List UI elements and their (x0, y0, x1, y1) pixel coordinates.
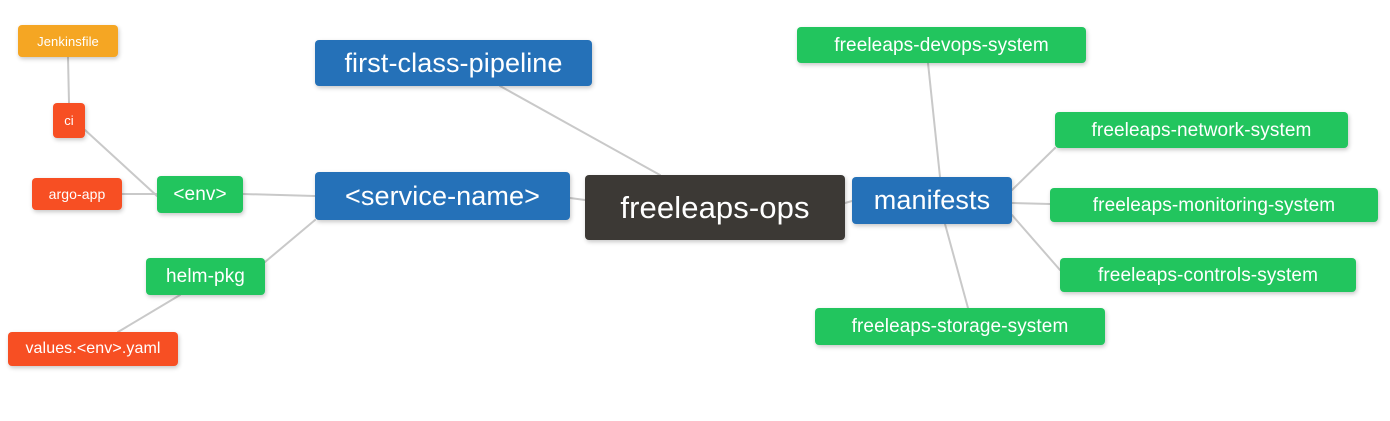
node-label-helm-pkg: helm-pkg (166, 266, 245, 287)
node-label-first-class-pipeline: first-class-pipeline (344, 47, 563, 78)
node-label-env: <env> (173, 184, 227, 205)
node-label-freeleaps-controls-system: freeleaps-controls-system (1097, 264, 1319, 286)
node-label-freeleaps-network-system: freeleaps-network-system (1091, 119, 1312, 141)
node-argo-app[interactable]: argo-app (32, 178, 122, 210)
node-label-service-name: <service-name> (345, 180, 540, 211)
node-label-jenkinsfile: Jenkinsfile (37, 33, 99, 49)
node-freeleaps-network-system[interactable]: freeleaps-network-system (1055, 112, 1348, 148)
node-service-name[interactable]: <service-name> (315, 172, 570, 220)
node-label-freeleaps-monitoring-system: freeleaps-monitoring-system (1092, 194, 1336, 216)
edge-manifests-to-freeleaps-controls-system (1011, 214, 1061, 271)
node-label-manifests: manifests (873, 185, 991, 215)
edge-first-class-pipeline-to-freeleaps-ops (499, 85, 661, 176)
node-helm-pkg[interactable]: helm-pkg (146, 258, 265, 295)
edge-service-name-to-helm-pkg (264, 219, 316, 263)
edge-freeleaps-ops-to-manifests (844, 200, 853, 204)
node-label-ci: ci (64, 113, 74, 128)
node-values-yaml[interactable]: values.<env>.yaml (8, 332, 178, 366)
node-label-freeleaps-devops-system: freeleaps-devops-system (834, 34, 1049, 56)
edge-manifests-to-freeleaps-monitoring-system (1011, 202, 1051, 205)
node-label-values-yaml: values.<env>.yaml (25, 340, 161, 357)
node-freeleaps-ops[interactable]: freeleaps-ops (585, 175, 845, 240)
node-freeleaps-monitoring-system[interactable]: freeleaps-monitoring-system (1050, 188, 1378, 222)
node-freeleaps-controls-system[interactable]: freeleaps-controls-system (1060, 258, 1356, 292)
edge-jenkinsfile-to-ci (67, 56, 70, 104)
edge-helm-pkg-to-values-yaml (117, 294, 181, 333)
edge-manifests-to-freeleaps-network-system (1011, 147, 1056, 191)
node-label-freeleaps-ops: freeleaps-ops (620, 190, 810, 225)
node-first-class-pipeline[interactable]: first-class-pipeline (315, 40, 592, 86)
node-label-argo-app: argo-app (48, 186, 106, 202)
node-jenkinsfile[interactable]: Jenkinsfile (18, 25, 118, 57)
node-manifests[interactable]: manifests (852, 177, 1012, 224)
node-freeleaps-storage-system[interactable]: freeleaps-storage-system (815, 308, 1105, 345)
node-freeleaps-devops-system[interactable]: freeleaps-devops-system (797, 27, 1086, 63)
node-ci[interactable]: ci (53, 103, 85, 138)
node-env[interactable]: <env> (157, 176, 243, 213)
edge-manifests-to-freeleaps-storage-system (944, 223, 969, 309)
edge-manifests-to-freeleaps-devops-system (927, 62, 941, 178)
edge-service-name-to-freeleaps-ops (569, 197, 586, 201)
edge-env-to-service-name (242, 193, 316, 197)
node-label-freeleaps-storage-system: freeleaps-storage-system (851, 316, 1069, 337)
